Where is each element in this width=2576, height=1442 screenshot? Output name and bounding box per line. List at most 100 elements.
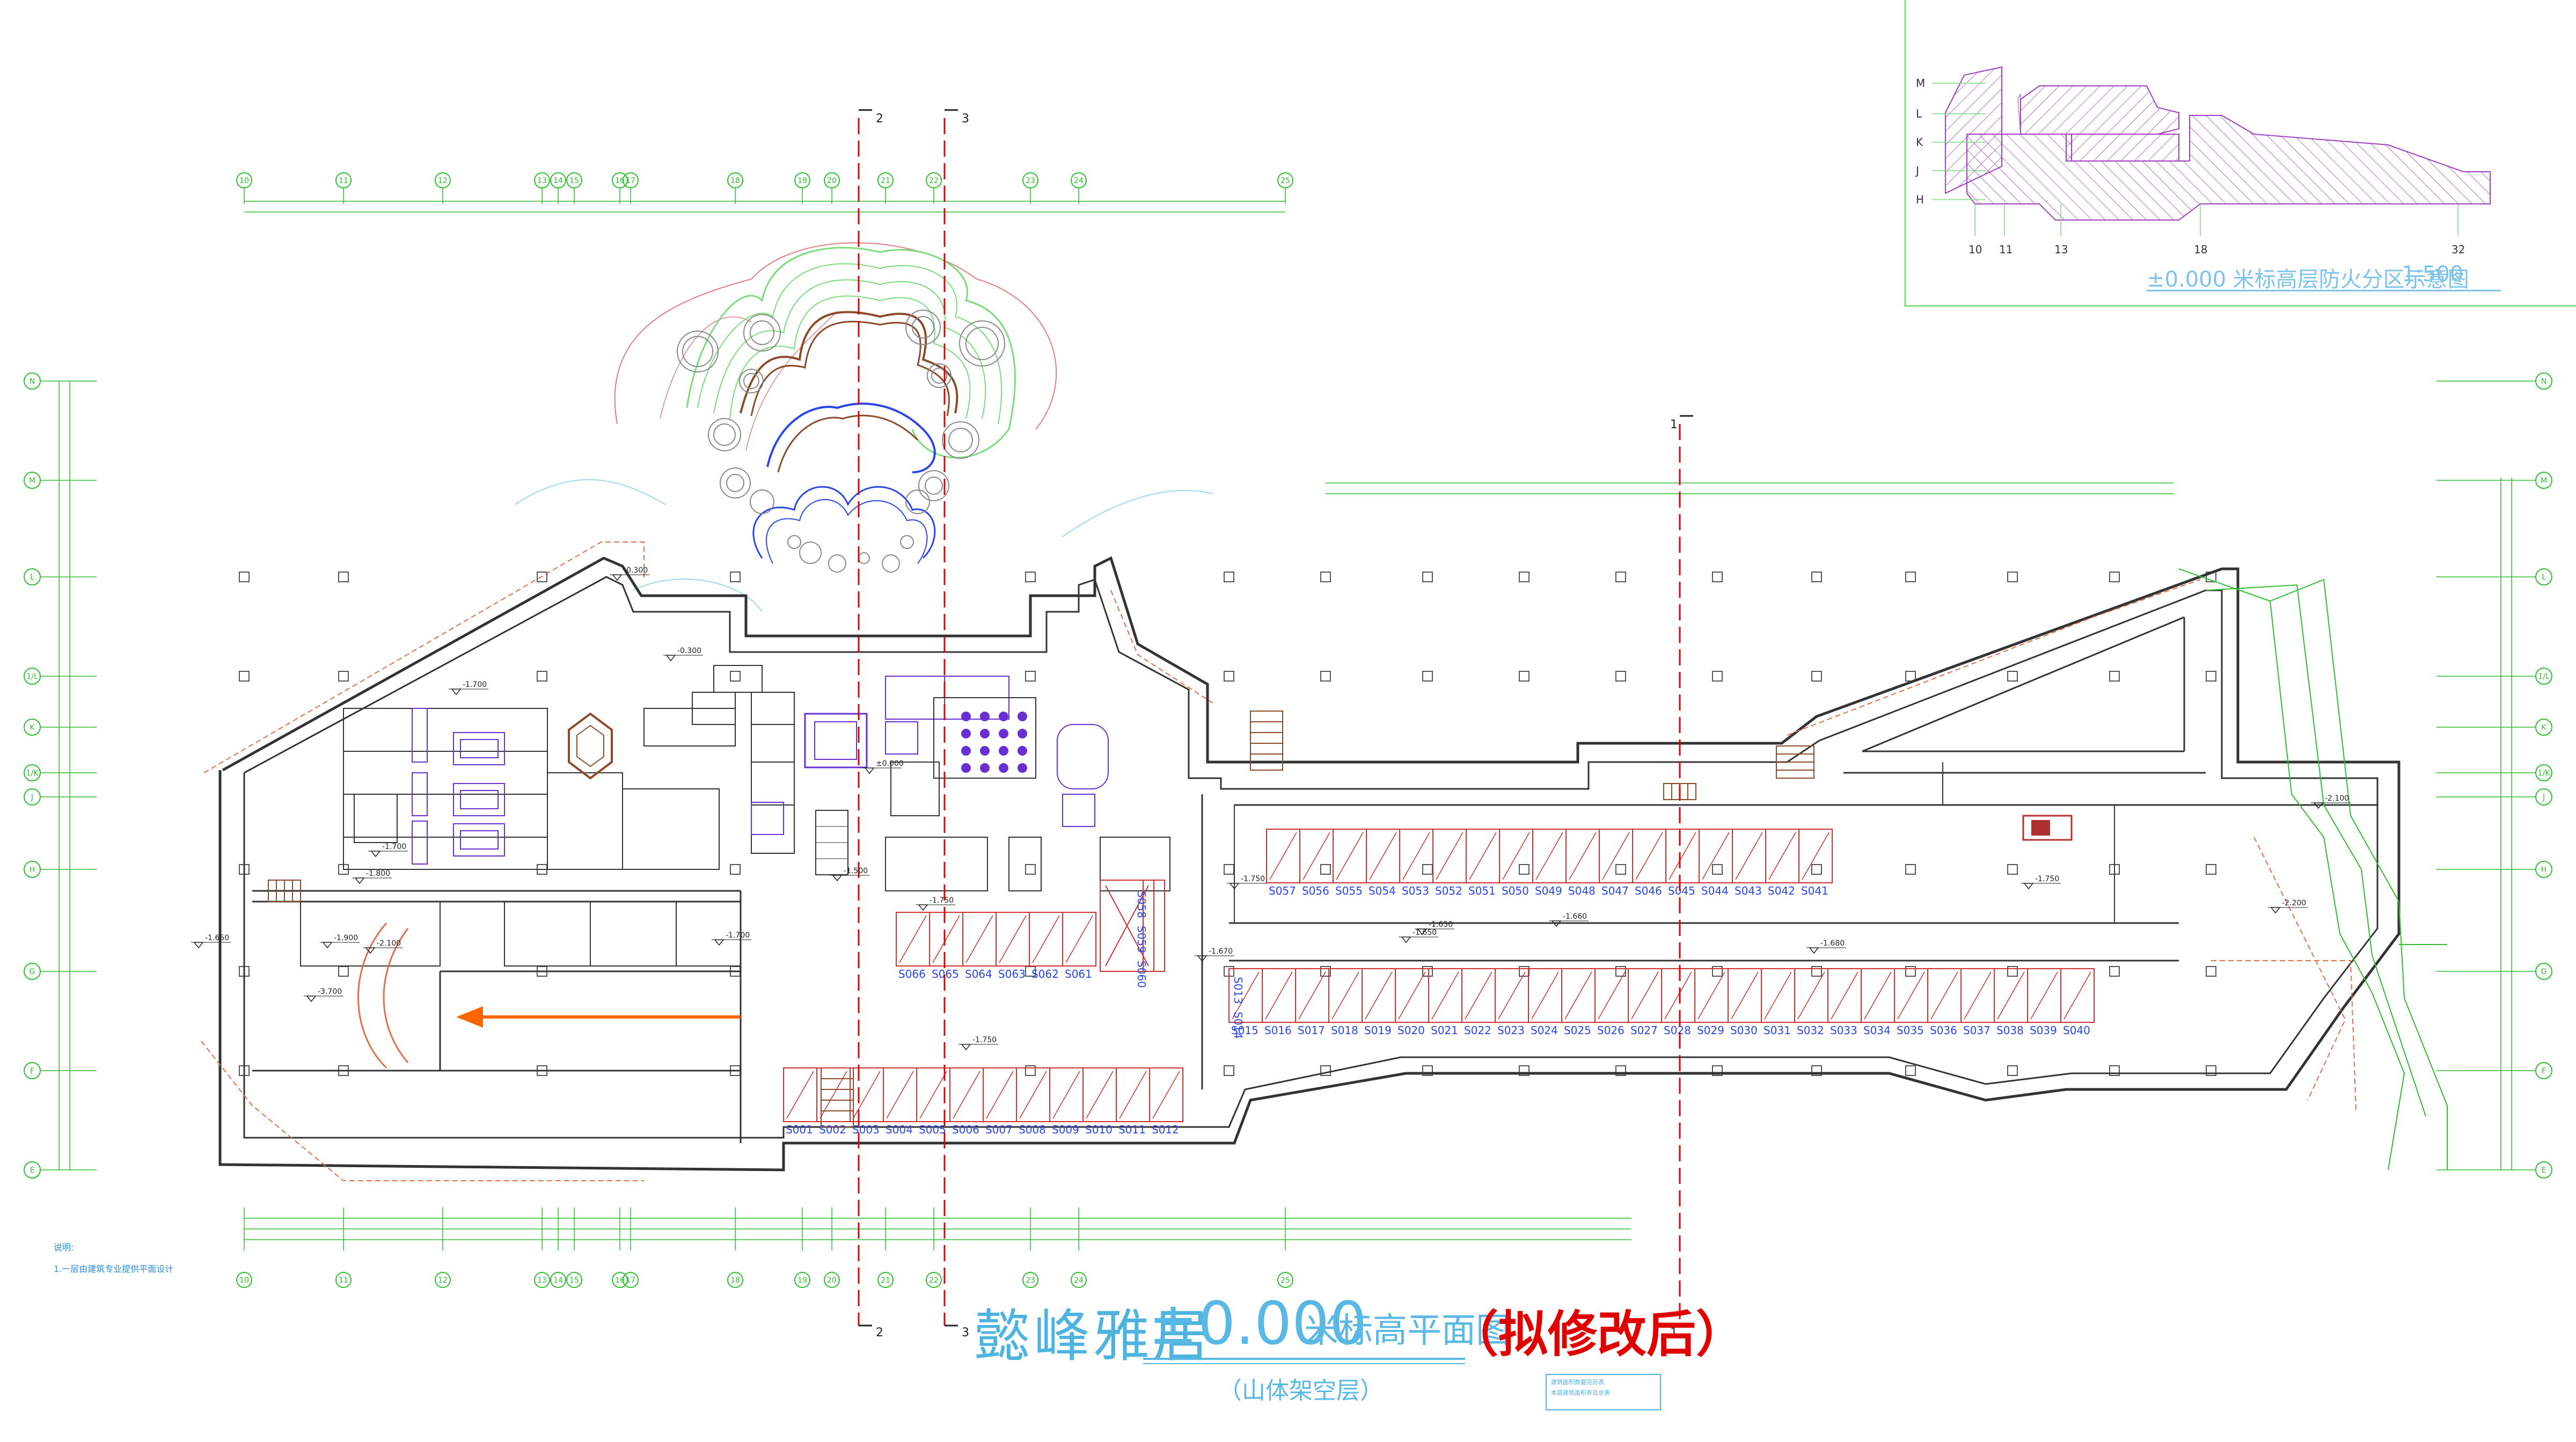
axis-label: 15 <box>569 177 579 185</box>
axis-bubble <box>1277 172 1293 188</box>
axis-bubble <box>2535 1161 2552 1179</box>
level-marker <box>665 655 676 662</box>
column-marker <box>1905 572 1916 582</box>
central-core <box>568 712 868 875</box>
parking-stall-label: S025 <box>1564 1024 1591 1037</box>
level-marker <box>832 875 843 882</box>
dining-table <box>1018 763 1027 773</box>
level-label: -1.800 <box>366 869 390 878</box>
dining-tables <box>961 712 1027 773</box>
axis-bubble <box>612 1272 628 1288</box>
axis-bubble <box>794 172 810 188</box>
axis-label: N <box>30 377 35 386</box>
axis-bubble <box>2535 1062 2552 1079</box>
axis-bubble <box>435 172 451 188</box>
axis-label: 18 <box>730 1276 740 1285</box>
axis-bubble <box>2535 788 2552 806</box>
exterior-road <box>2178 568 2448 1170</box>
column-marker <box>2206 864 2216 875</box>
column-marker <box>338 572 349 582</box>
axis-bubble <box>566 1272 582 1288</box>
column-marker <box>1519 671 1529 682</box>
column-marker <box>1905 966 1916 977</box>
inset-axis-l: L <box>1916 107 1922 120</box>
dining-table <box>980 729 990 738</box>
parking-stall-label: S026 <box>1597 1024 1624 1037</box>
column-marker <box>1519 864 1529 875</box>
parking-stall-label: S005 <box>919 1123 946 1136</box>
axis-bubble <box>24 861 41 878</box>
axis-label: 22 <box>929 177 939 185</box>
dining-table <box>999 729 1008 738</box>
parking-stall-label: S012 <box>1152 1123 1179 1136</box>
level-label: -0.300 <box>677 647 701 655</box>
parking-stall-label: S019 <box>1364 1024 1392 1037</box>
level-label: -1.750 <box>2035 875 2059 883</box>
car-icon <box>2022 815 2073 841</box>
axis-label: J <box>2542 793 2545 802</box>
level-markers: -0.300-0.300-1.700-1.700-1.500-1.750-1.7… <box>191 566 2351 1051</box>
section-cut-label-1-top: 1 <box>1670 418 1678 431</box>
parking-stall <box>1062 912 1096 967</box>
axis-label: L <box>30 573 34 582</box>
level-marker <box>1401 936 1411 943</box>
level-marker <box>918 904 928 911</box>
inset-axis-18: 18 <box>2194 243 2207 256</box>
level-label: -1.500 <box>844 867 868 875</box>
axis-label: K <box>30 723 35 732</box>
parking-stall-label: S034 <box>1863 1024 1891 1037</box>
level-label: -1.900 <box>334 934 358 942</box>
parking-stall-label: S035 <box>1897 1024 1924 1037</box>
axis-bubble <box>2535 963 2552 980</box>
axis-label: H <box>30 866 35 874</box>
drawing-title-elevation: ±0.000 <box>1148 1289 1367 1358</box>
inset-axis-h: H <box>1916 193 1924 206</box>
column-marker <box>1519 966 1529 977</box>
parking-stall-label: S040 <box>2063 1024 2090 1037</box>
parking-stall-label: S044 <box>1701 884 1729 897</box>
column-marker <box>2206 966 2216 977</box>
axis-bubble <box>623 172 639 188</box>
column-marker <box>1224 572 1234 582</box>
axis-bubble <box>1277 1272 1293 1288</box>
axis-bubble <box>24 788 41 806</box>
parking-stall-label: S033 <box>1830 1024 1857 1037</box>
parking-stall-label: S053 <box>1402 884 1429 897</box>
dining-table <box>961 763 971 773</box>
column-marker <box>1712 1065 1723 1076</box>
axis-label: 15 <box>569 1276 579 1285</box>
parking-stall-label: S007 <box>985 1123 1013 1136</box>
column-marker <box>1025 671 1036 682</box>
column-marker <box>1422 966 1433 977</box>
axis-label: E <box>30 1166 35 1175</box>
axis-bubble <box>335 172 352 188</box>
column-marker <box>1025 572 1036 582</box>
section-cut-label-3-top: 3 <box>962 112 969 126</box>
axis-bubble <box>877 1272 894 1288</box>
level-label: -1.650 <box>205 934 229 942</box>
dining-table <box>961 746 971 756</box>
column-marker <box>1712 671 1723 682</box>
axis-bubble <box>24 719 41 736</box>
column-marker <box>1811 671 1822 682</box>
axis-label: 21 <box>881 177 890 185</box>
parking-stall <box>1149 1067 1183 1122</box>
parking-stall-label: S018 <box>1331 1024 1358 1037</box>
column-marker <box>1905 1065 1916 1076</box>
column-marker <box>338 966 349 977</box>
column-marker <box>537 671 547 682</box>
axis-label: 11 <box>339 1276 348 1285</box>
parking-stall-label: S054 <box>1368 884 1396 897</box>
parking-stall-label: S037 <box>1963 1024 1990 1037</box>
column-marker <box>1712 966 1723 977</box>
parking-stall-label: S066 <box>898 968 926 980</box>
axis-label: 24 <box>1074 1276 1084 1285</box>
drawing-notes: 说明: 1.一层由建筑专业提供平面设计 <box>54 1237 173 1280</box>
drawing-title-description: 米标高平面图 <box>1304 1311 1510 1351</box>
parking-stall-label: S049 <box>1535 884 1562 897</box>
parking-stall-label: S048 <box>1568 884 1596 897</box>
axis-label: 20 <box>827 1276 837 1285</box>
notes-heading: 说明: <box>54 1242 74 1253</box>
